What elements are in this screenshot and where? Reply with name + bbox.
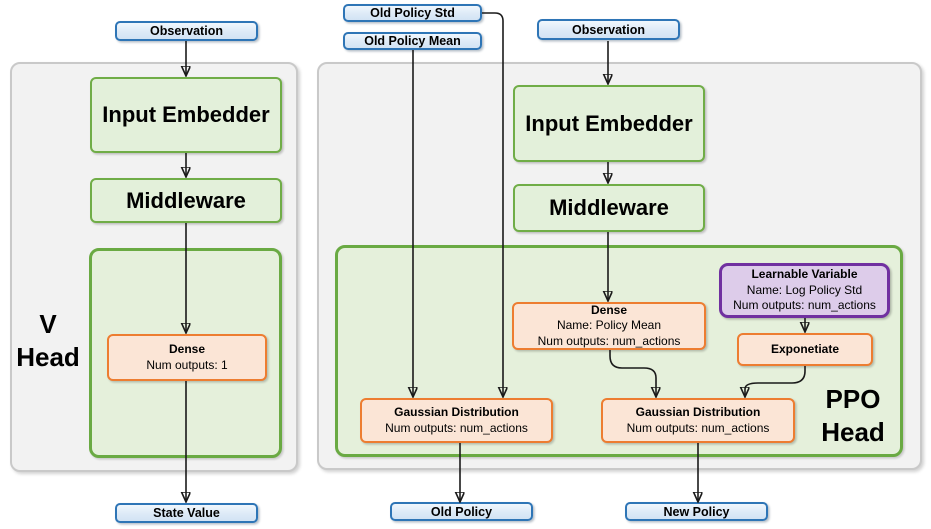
exponetiate-label: Exponetiate: [770, 341, 839, 356]
gaussian-old-title: Gaussian Distribution: [394, 405, 519, 420]
new-policy-output-node: New Policy: [625, 502, 768, 521]
learnable-variable-line2: Num outputs: num_actions: [733, 298, 876, 313]
ppo-head-title: PPO Head: [805, 383, 901, 448]
v-middleware-label: Middleware: [126, 187, 246, 213]
ppo-head-title-line2: Head: [821, 416, 885, 447]
v-head-title-line2: Head: [16, 341, 80, 372]
v-middleware-node: Middleware: [90, 178, 282, 223]
old-policy-mean-node: Old Policy Mean: [343, 32, 482, 50]
learnable-variable-line1: Name: Log Policy Std: [746, 282, 863, 297]
ppo-head-title-line1: PPO: [825, 384, 881, 414]
ppo-input-embedder-label: Input Embedder: [525, 110, 693, 136]
ppo-middleware-label: Middleware: [549, 195, 669, 220]
exponetiate-node: Exponetiate: [737, 333, 873, 366]
v-head-title: V Head: [10, 308, 86, 373]
new-policy-output-label: New Policy: [663, 504, 730, 519]
ppo-observation-node: Observation: [537, 19, 680, 40]
learnable-variable-node: Learnable Variable Name: Log Policy Std …: [719, 263, 890, 318]
old-policy-std-node: Old Policy Std: [343, 4, 482, 22]
v-head-title-line1: V: [39, 309, 57, 339]
v-observation-node: Observation: [115, 21, 258, 41]
old-policy-output-node: Old Policy: [390, 502, 533, 521]
gaussian-old-line1: Num outputs: num_actions: [385, 420, 528, 435]
v-observation-label: Observation: [150, 24, 223, 38]
policy-mean-dense-line2: Num outputs: num_actions: [537, 333, 681, 348]
ppo-observation-label: Observation: [572, 22, 645, 37]
state-value-node: State Value: [115, 503, 258, 523]
gaussian-new-title: Gaussian Distribution: [635, 405, 761, 420]
policy-mean-dense-node: Dense Name: Policy Mean Num outputs: num…: [512, 302, 706, 350]
v-dense-node: Dense Num outputs: 1: [107, 334, 267, 381]
old-policy-std-label: Old Policy Std: [370, 6, 455, 20]
v-dense-title: Dense: [168, 342, 206, 357]
old-policy-output-label: Old Policy: [430, 504, 493, 519]
v-dense-line1: Num outputs: 1: [146, 357, 228, 372]
state-value-label: State Value: [153, 506, 220, 520]
gaussian-distribution-old-node: Gaussian Distribution Num outputs: num_a…: [360, 398, 553, 443]
learnable-variable-title: Learnable Variable: [751, 267, 858, 282]
ppo-middleware-node: Middleware: [513, 184, 705, 232]
gaussian-new-line1: Num outputs: num_actions: [626, 420, 770, 435]
v-input-embedder-node: Input Embedder: [90, 77, 282, 153]
policy-mean-dense-title: Dense: [590, 302, 628, 317]
ppo-input-embedder-node: Input Embedder: [513, 85, 705, 162]
policy-mean-dense-line1: Name: Policy Mean: [556, 318, 662, 333]
gaussian-distribution-new-node: Gaussian Distribution Num outputs: num_a…: [601, 398, 795, 443]
v-input-embedder-label: Input Embedder: [102, 102, 270, 127]
old-policy-mean-label: Old Policy Mean: [364, 34, 461, 48]
